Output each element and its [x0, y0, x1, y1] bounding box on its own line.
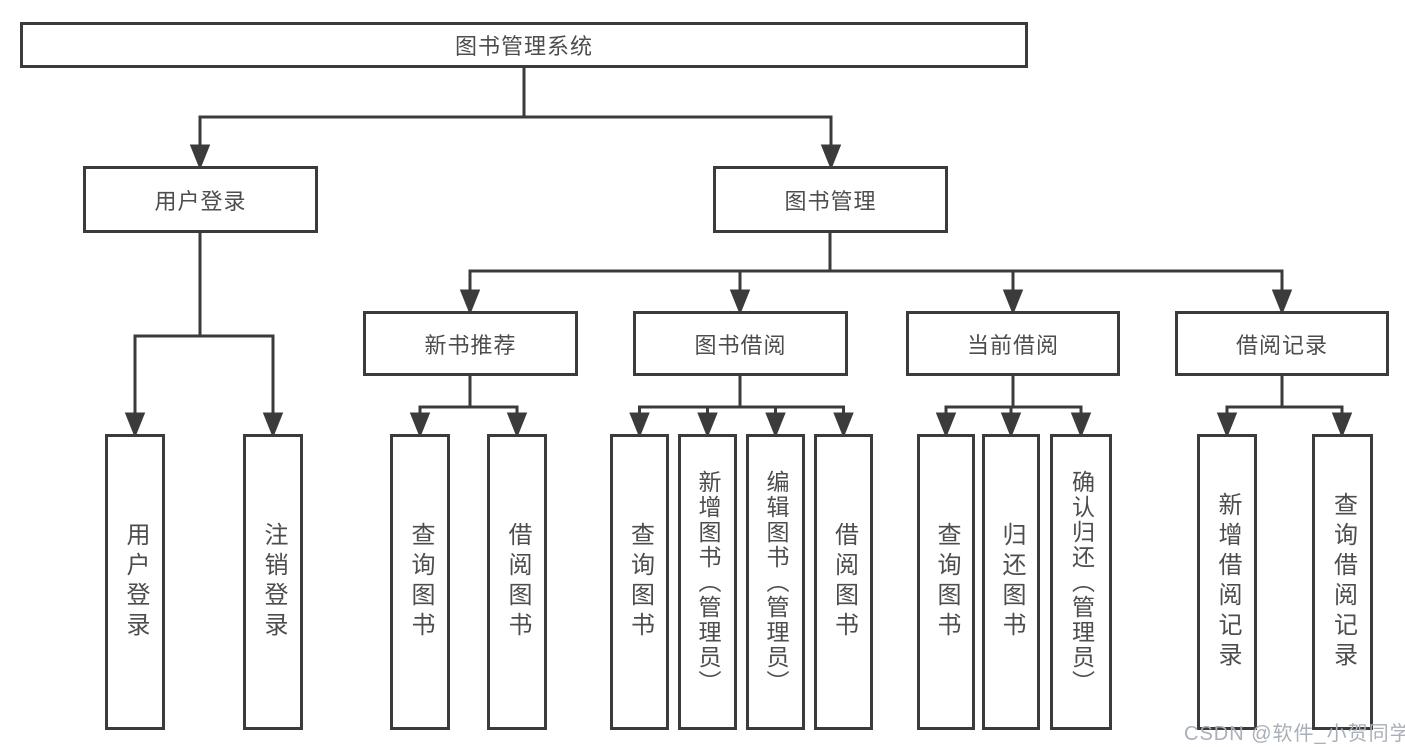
node-leaf-newbook-borrow-books-label: 借阅图书	[504, 522, 531, 642]
csdn-watermark: CSDN @软件_小贺同学	[1184, 723, 1405, 745]
node-leaf-confirm-return-admin-label: 确认归还（管理员）	[1068, 469, 1095, 695]
node-leaf-add-borrow-record-label: 新增借阅记录	[1214, 492, 1241, 672]
node-leaf-newbook-borrow-books: 借阅图书	[487, 434, 547, 730]
node-current-borrow-label: 当前借阅	[966, 332, 1059, 358]
node-leaf-edit-books-admin: 编辑图书（管理员）	[746, 434, 805, 730]
node-leaf-add-borrow-record: 新增借阅记录	[1197, 434, 1257, 730]
node-leaf-current-query-books: 查询图书	[917, 434, 975, 730]
node-leaf-user-login: 用户登录	[105, 434, 165, 730]
node-leaf-add-books-admin: 新增图书（管理员）	[678, 434, 737, 730]
node-current-borrow: 当前借阅	[906, 311, 1120, 376]
node-leaf-logout-label: 注销登录	[260, 522, 287, 642]
node-leaf-borrow-borrow-books: 借阅图书	[814, 434, 873, 730]
node-book-management-branch-label: 图书管理	[784, 188, 877, 214]
node-leaf-add-books-admin-label: 新增图书（管理员）	[695, 469, 721, 695]
node-book-borrow: 图书借阅	[633, 311, 848, 376]
node-leaf-borrow-query-books-label: 查询图书	[626, 522, 654, 642]
node-leaf-return-books: 归还图书	[982, 434, 1040, 730]
node-book-borrow-label: 图书借阅	[694, 332, 787, 358]
node-leaf-borrow-borrow-books-label: 借阅图书	[830, 522, 858, 642]
node-leaf-return-books-label: 归还图书	[998, 522, 1025, 642]
node-leaf-query-borrow-record-label: 查询借阅记录	[1329, 492, 1357, 672]
node-borrow-records: 借阅记录	[1175, 311, 1389, 376]
node-leaf-query-borrow-record: 查询借阅记录	[1312, 434, 1373, 730]
node-new-book-recommend-label: 新书推荐	[424, 332, 517, 358]
node-user-login-branch: 用户登录	[83, 166, 318, 233]
node-leaf-newbook-query-books: 查询图书	[390, 434, 450, 730]
node-user-login-branch-label: 用户登录	[154, 188, 247, 214]
node-leaf-confirm-return-admin: 确认归还（管理员）	[1050, 434, 1112, 730]
node-leaf-logout: 注销登录	[243, 434, 303, 730]
node-leaf-newbook-query-books-label: 查询图书	[407, 522, 434, 642]
node-leaf-borrow-query-books: 查询图书	[610, 434, 669, 730]
node-book-management-branch: 图书管理	[713, 166, 948, 233]
node-leaf-user-login-label: 用户登录	[122, 522, 149, 642]
node-borrow-records-label: 借阅记录	[1235, 332, 1328, 358]
node-leaf-current-query-books-label: 查询图书	[933, 522, 960, 642]
node-leaf-edit-books-admin-label: 编辑图书（管理员）	[763, 469, 789, 695]
node-new-book-recommend: 新书推荐	[363, 311, 578, 376]
node-root-label: 图书管理系统	[454, 34, 593, 59]
node-root: 图书管理系统	[20, 22, 1028, 68]
